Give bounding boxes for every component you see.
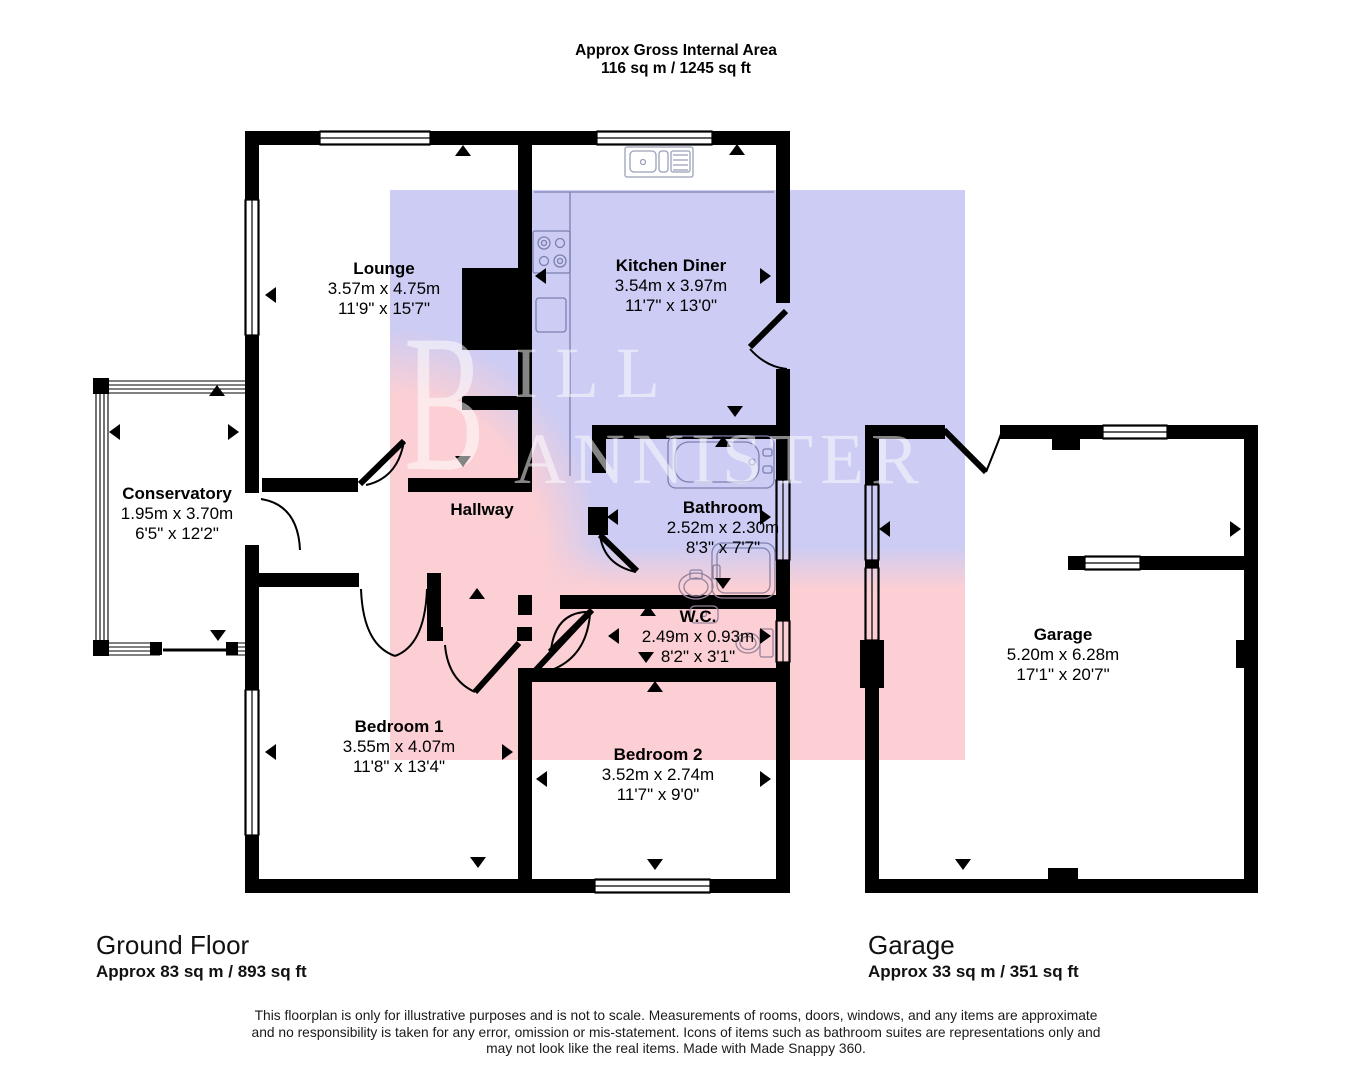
ground-floor-label: Ground Floor Approx 83 sq m / 893 sq ft: [96, 930, 307, 984]
room-label-bathroom: Bathroom 2.52m x 2.30m 8'3" x 7'7": [666, 498, 780, 557]
disclaimer-text: This floorplan is only for illustrative …: [252, 1008, 1101, 1058]
disclaimer-line-1: This floorplan is only for illustrative …: [254, 1008, 1098, 1023]
measurement-arrow: [210, 630, 226, 641]
measurement-arrow: [265, 287, 276, 303]
hob-icon: [532, 230, 571, 274]
disclaimer-line-3: may not look like the real items. Made w…: [486, 1041, 866, 1056]
fixtures: [532, 146, 776, 658]
gross-internal-area-title: Approx Gross Internal Area 116 sq m / 12…: [575, 42, 777, 78]
ground-floor-area: Approx 83 sq m / 893 sq ft: [96, 962, 307, 981]
room-label-kitchen-diner: Kitchen Diner 3.54m x 3.97m 11'7" x 13'0…: [614, 256, 728, 315]
kitchen-sink-icon: [624, 146, 694, 178]
room-label-conservatory: Conservatory 1.95m x 3.70m 6'5" x 12'2": [120, 484, 234, 543]
measurement-arrow: [879, 521, 890, 537]
measurement-arrow: [470, 857, 486, 868]
garage-floor-area: Approx 33 sq m / 351 sq ft: [868, 962, 1079, 981]
doors: [260, 308, 1002, 695]
measurement-arrow: [760, 628, 771, 644]
room-label-bedroom-2: Bedroom 2 3.52m x 2.74m 11'7" x 9'0": [601, 745, 715, 804]
conservatory-corner-blocks: [93, 378, 238, 656]
room-label-garage: Garage 5.20m x 6.28m 17'1" x 20'7": [1006, 625, 1120, 684]
title-line-1: Approx Gross Internal Area: [575, 42, 777, 59]
garage-windows: [864, 424, 1168, 641]
room-label-hallway: Hallway: [450, 500, 514, 519]
basin-icon: [678, 569, 714, 600]
measurement-arrow: [535, 268, 546, 284]
measurement-arrow: [1230, 521, 1241, 537]
measurement-arrow: [955, 859, 971, 870]
room-label-wc: W.C. 2.49m x 0.93m 8'2" x 3'1": [641, 607, 755, 666]
title-line-2: 116 sq m / 1245 sq ft: [601, 60, 751, 77]
measurement-arrow: [607, 509, 618, 525]
ground-floor-name: Ground Floor: [96, 930, 250, 960]
measurement-arrow: [228, 424, 239, 440]
garage-floor-label: Garage Approx 33 sq m / 351 sq ft: [868, 930, 1079, 984]
measurement-arrow: [647, 859, 663, 870]
measurement-arrow: [109, 424, 120, 440]
garage-floor-name: Garage: [868, 930, 955, 960]
measurement-arrow: [760, 268, 771, 284]
measurement-arrow: [727, 406, 743, 417]
measurement-arrow: [455, 145, 471, 156]
room-label-lounge: Lounge 3.57m x 4.75m 11'9" x 15'7": [327, 259, 441, 318]
measurement-arrow: [209, 385, 225, 396]
measurement-arrow: [729, 144, 745, 155]
measurement-arrow: [760, 771, 771, 787]
measurement-arrow: [536, 771, 547, 787]
measurement-arrow: [502, 744, 513, 760]
room-label-bedroom-1: Bedroom 1 3.55m x 4.07m 11'8" x 13'4": [342, 717, 456, 776]
disclaimer-line-2: and no responsibility is taken for any e…: [251, 1024, 1101, 1040]
measurement-arrow: [647, 681, 663, 692]
measurement-arrow: [469, 588, 485, 599]
measurement-arrow: [455, 456, 471, 467]
measurement-arrow: [608, 628, 619, 644]
measurement-arrow: [265, 744, 276, 760]
